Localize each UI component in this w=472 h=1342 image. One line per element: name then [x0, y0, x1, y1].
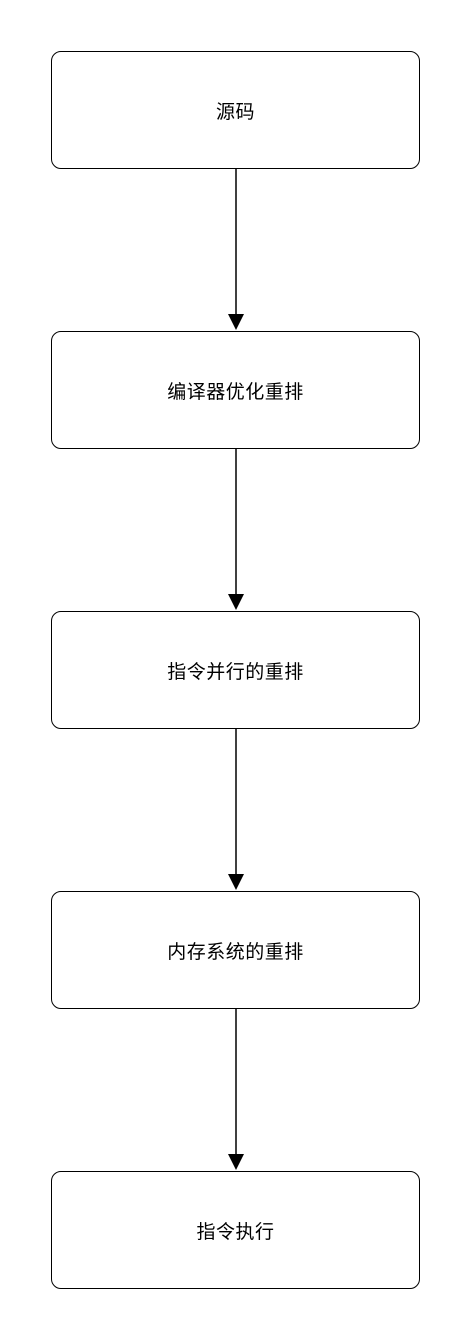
- node-compiler-reorder: 编译器优化重排: [51, 331, 420, 449]
- edge-source-to-compiler: [228, 169, 244, 330]
- node-label: 指令并行的重排: [167, 660, 304, 683]
- node-source-code: 源码: [51, 51, 420, 169]
- arrowhead-icon: [228, 314, 244, 330]
- node-label: 内存系统的重排: [167, 940, 304, 963]
- arrowhead-icon: [228, 594, 244, 610]
- edge-compiler-to-instruction-parallel: [228, 449, 244, 610]
- node-instruction-execution: 指令执行: [51, 1171, 420, 1289]
- arrowhead-icon: [228, 1154, 244, 1170]
- node-memory-system-reorder: 内存系统的重排: [51, 891, 420, 1009]
- node-label: 指令执行: [196, 1220, 275, 1243]
- node-label: 源码: [215, 100, 255, 123]
- node-instruction-parallel-reorder: 指令并行的重排: [51, 611, 420, 729]
- node-label: 编译器优化重排: [167, 380, 304, 403]
- edge-instruction-parallel-to-memory-system: [228, 729, 244, 890]
- edge-memory-system-to-execution: [228, 1009, 244, 1170]
- arrowhead-icon: [228, 874, 244, 890]
